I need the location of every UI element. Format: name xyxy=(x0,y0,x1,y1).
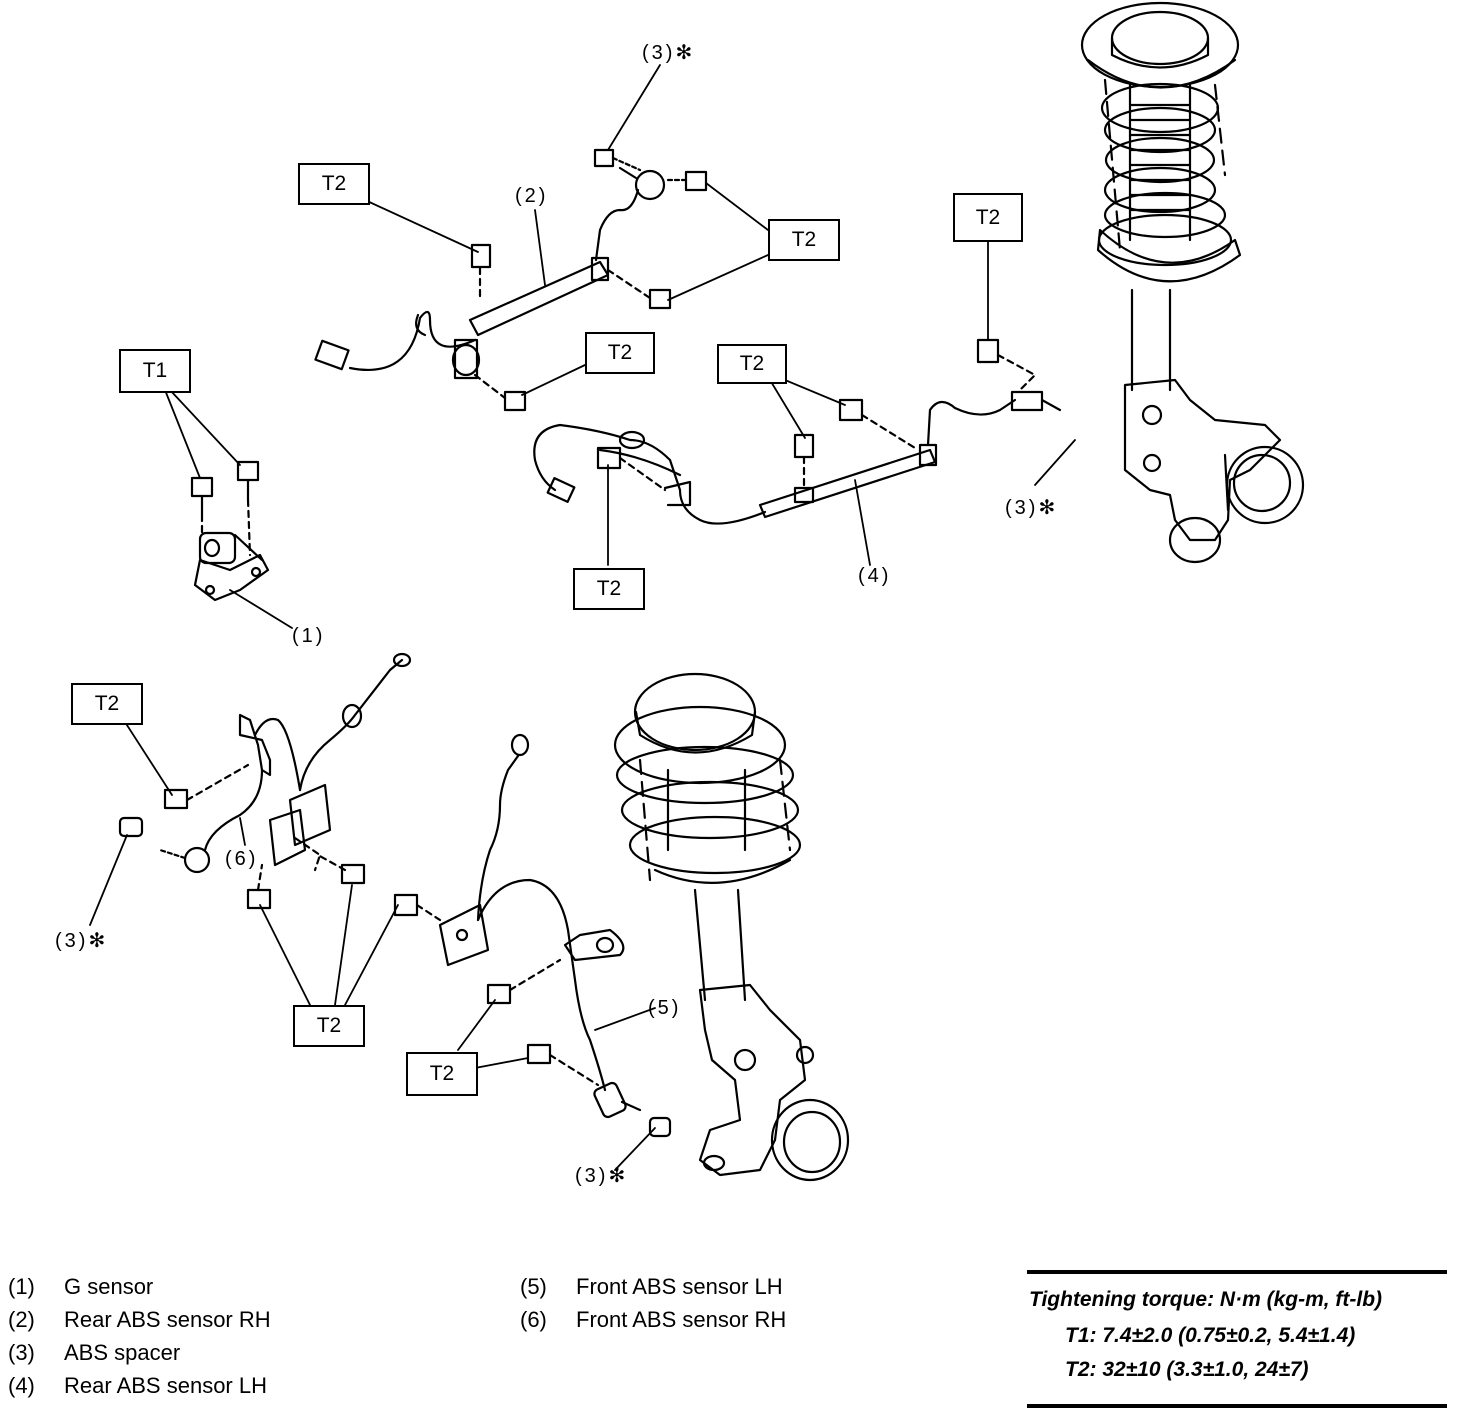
callout-t2-top-left: T2 xyxy=(298,163,370,205)
legend-item: (3) ABS spacer xyxy=(8,1336,271,1369)
legend-num: (1) xyxy=(8,1274,35,1299)
rear-abs-sensor-rh-part xyxy=(314,148,708,412)
callout-t2-rear-lh-lower: T2 xyxy=(573,568,645,610)
rear-lh-bolts xyxy=(596,338,1037,504)
torque-spec-box: Tightening torque: N·m (kg-m, ft-lb) T1:… xyxy=(1027,1270,1447,1408)
callout-t2-rear-rh-lower: T2 xyxy=(585,332,655,374)
label-part6: (6) xyxy=(225,848,259,870)
label-part3-top: (3)✻ xyxy=(642,42,696,64)
label-part1: (1) xyxy=(292,625,326,647)
legend-label: Front ABS sensor RH xyxy=(576,1307,787,1332)
legend-label: G sensor xyxy=(64,1274,154,1299)
label-part5: (5) xyxy=(648,997,682,1019)
legend-num: (5) xyxy=(520,1274,547,1299)
legend-item: (4) Rear ABS sensor LH xyxy=(8,1369,271,1402)
legend-num: (2) xyxy=(8,1307,35,1332)
abs-sensor-diagram: T2 T2 T2 T2 T2 T1 T2 T2 T2 T2 (3)✻ (2) (… xyxy=(55,1,1305,1187)
label-part3-right: (3)✻ xyxy=(1005,497,1059,519)
legend-label: Front ABS sensor LH xyxy=(576,1274,783,1299)
callout-t1: T1 xyxy=(119,349,191,393)
torque-title: Tightening torque: N·m (kg-m, ft-lb) xyxy=(1029,1288,1383,1311)
label-part3-bottom: (3)✻ xyxy=(575,1165,629,1187)
rear-rh-bolts xyxy=(470,148,708,412)
label-part4: (4) xyxy=(858,565,892,587)
legend-num: (6) xyxy=(520,1307,547,1332)
parts-legend-left: (1) G sensor (2) Rear ABS sensor RH (3) ABS… xyxy=(8,1270,271,1402)
legend-label: ABS spacer xyxy=(64,1340,181,1365)
callout-t2-front-center: T2 xyxy=(293,1005,365,1047)
leader-lines xyxy=(89,64,1076,1171)
rear-abs-sensor-lh-part xyxy=(533,338,1062,525)
callout-t2-front-rh-upper: T2 xyxy=(71,683,143,725)
parts-legend-right: (5) Front ABS sensor LH (6) Front ABS sens… xyxy=(520,1270,786,1336)
front-strut-assembly xyxy=(613,672,850,1182)
g-sensor-part xyxy=(190,460,270,602)
legend-item: (5) Front ABS sensor LH xyxy=(520,1270,786,1303)
legend-num: (3) xyxy=(8,1340,35,1365)
front-abs-sensor-rh-part xyxy=(118,652,412,910)
callout-t2-rear-lh-upper: T2 xyxy=(717,344,787,384)
legend-label: Rear ABS sensor RH xyxy=(64,1307,271,1332)
label-part3-left: (3)✻ xyxy=(55,930,109,952)
legend-num: (4) xyxy=(8,1373,35,1398)
legend-label: Rear ABS sensor LH xyxy=(64,1373,267,1398)
callout-t2-front-lh-lower: T2 xyxy=(406,1052,478,1096)
front-abs-sensor-lh-part xyxy=(393,733,672,1138)
callout-t2-rear-lh-right: T2 xyxy=(953,193,1023,242)
legend-item: (1) G sensor xyxy=(8,1270,271,1303)
label-part2: (2) xyxy=(515,185,549,207)
rear-strut-assembly xyxy=(1080,1,1305,564)
legend-item: (6) Front ABS sensor RH xyxy=(520,1303,786,1336)
legend-item: (2) Rear ABS sensor RH xyxy=(8,1303,271,1336)
diagram-drawing xyxy=(89,1,1305,1182)
torque-t2: T2: 32±10 (3.3±1.0, 24±7) xyxy=(1065,1358,1309,1381)
callout-t2-top-right: T2 xyxy=(768,219,840,261)
torque-t1: T1: 7.4±2.0 (0.75±0.2, 5.4±1.4) xyxy=(1065,1324,1356,1347)
